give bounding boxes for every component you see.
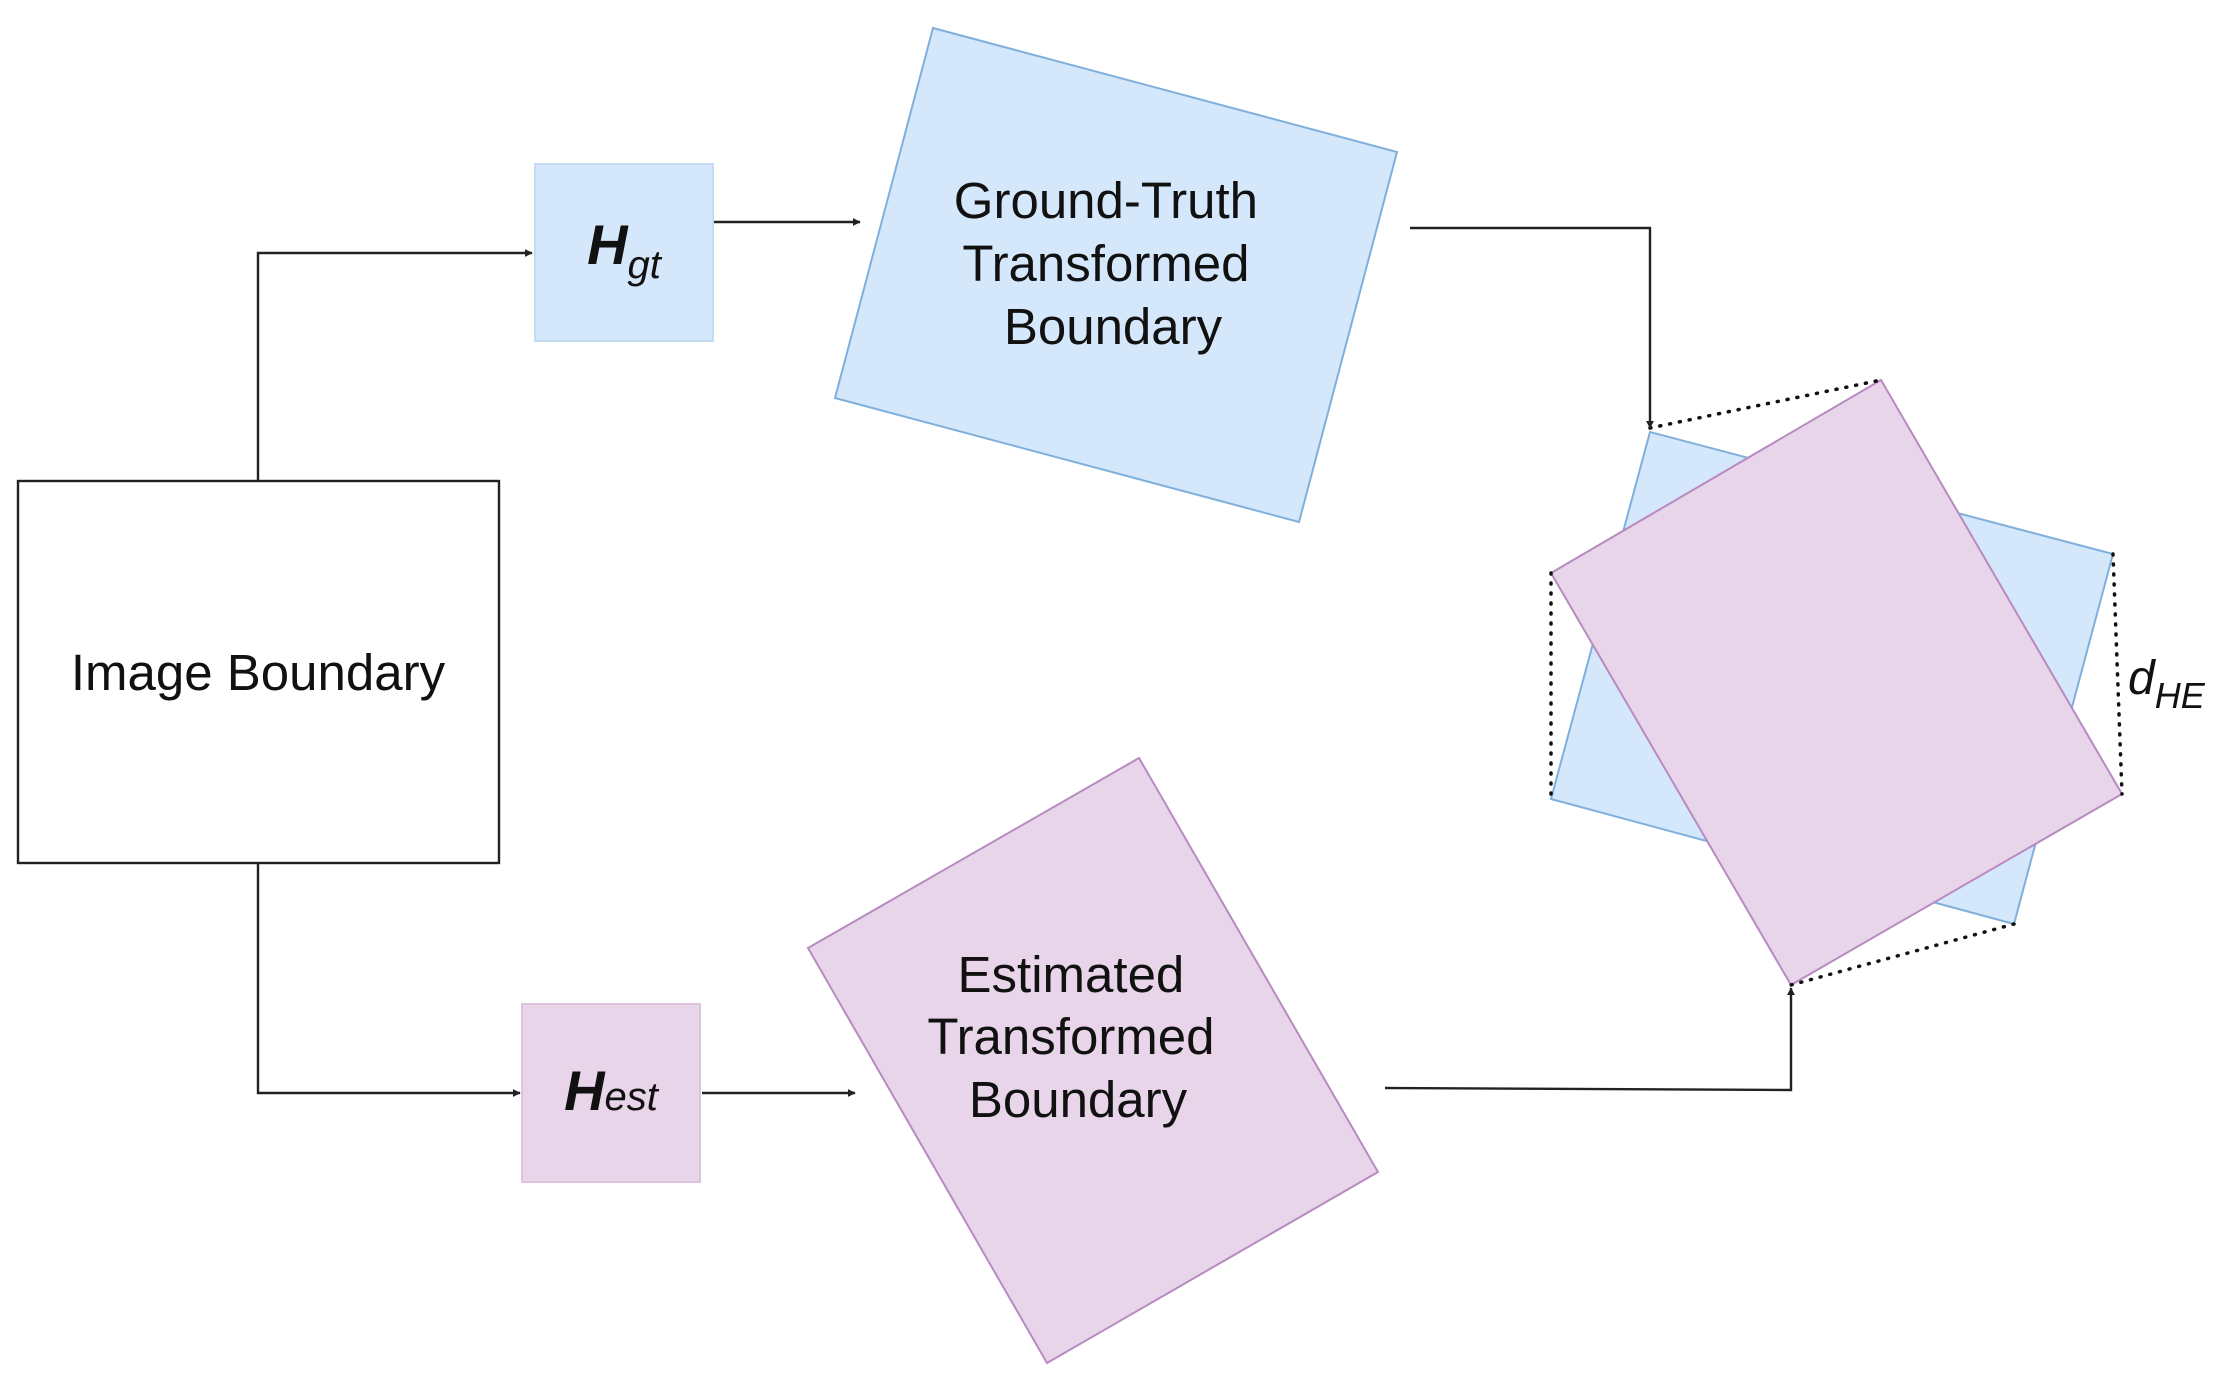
- estimated-label: Estimated Transformed Boundary: [927, 946, 1228, 1128]
- h-est-node: Hest: [521, 1003, 701, 1183]
- ground-truth-label: Ground-Truth Transformed Boundary: [954, 172, 1272, 355]
- h-gt-symbol: H: [587, 213, 629, 276]
- h-gt-box: [534, 163, 714, 342]
- h-gt-label: Hgt: [587, 213, 663, 287]
- estimated-transformed-shape: [806, 756, 1380, 1365]
- edge-ground-truth-to-overlap: [1410, 226, 1654, 429]
- h-gt-node: Hgt: [534, 163, 714, 342]
- ground-truth-line-1: Ground-Truth: [954, 172, 1258, 229]
- h-est-label: Hest: [564, 1059, 660, 1122]
- ground-truth-line-3: Boundary: [1004, 298, 1223, 355]
- ground-truth-transformed-shape: [833, 26, 1399, 524]
- h-est-symbol: H: [564, 1059, 606, 1122]
- edge-estimated-to-overlap: [1384, 987, 1795, 1092]
- h-gt-subscript: gt: [628, 243, 663, 287]
- corner-distance-right: [2111, 552, 2124, 796]
- d-he-label: dHE: [2128, 652, 2206, 716]
- ground-truth-transformed-boundary-node: Ground-Truth Transformed Boundary: [833, 26, 1399, 524]
- ground-truth-line-2: Transformed: [962, 235, 1249, 292]
- image-boundary-node: Image Boundary: [16, 479, 501, 865]
- edge-image-to-h-gt: [256, 249, 533, 481]
- h-est-subscript: est: [605, 1075, 660, 1119]
- corner-distance-top: [1648, 378, 1883, 430]
- estimated-transformed-boundary-node: Estimated Transformed Boundary: [806, 756, 1380, 1365]
- estimated-line-3: Boundary: [969, 1071, 1188, 1128]
- image-boundary-label: Image Boundary: [71, 644, 446, 701]
- estimated-line-1: Estimated: [958, 946, 1185, 1003]
- estimated-line-2: Transformed: [927, 1008, 1214, 1065]
- d-he-symbol: d: [2128, 652, 2156, 705]
- corner-distance-bottom: [1789, 922, 2016, 987]
- edge-image-to-h-est: [256, 863, 521, 1097]
- overlap-comparison: dHE: [1549, 378, 2206, 987]
- h-est-box: [521, 1003, 701, 1183]
- overlap-estimated-shape: [1549, 378, 2124, 987]
- d-he-subscript: HE: [2155, 675, 2206, 716]
